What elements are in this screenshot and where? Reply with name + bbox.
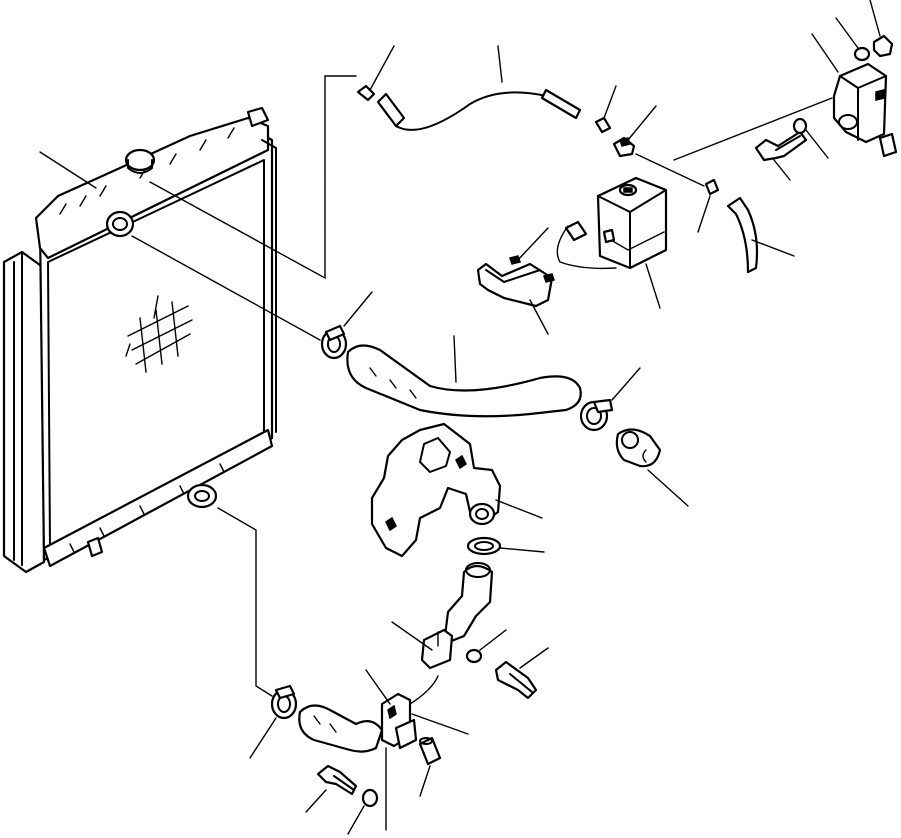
lower-outlet-neck (186, 483, 218, 509)
tank-vent-fitting (612, 105, 657, 158)
upper-hose-clamp-right (579, 367, 641, 432)
thermostat-fitting (615, 428, 689, 507)
radiator-cap (124, 148, 156, 174)
lower-hose-clamp (249, 684, 298, 759)
bracket-washer (792, 117, 829, 159)
tank-hose-loop (556, 225, 617, 270)
upper-inlet-neck (105, 210, 135, 238)
radiator (2, 106, 277, 574)
bolt-lower (305, 764, 358, 813)
overflow-hose (726, 196, 795, 274)
lower-bent-hose-upper (442, 562, 494, 646)
bolt-right (494, 647, 549, 700)
leader-radiator (39, 151, 97, 189)
core-hatch (125, 295, 193, 373)
reserve-tank (596, 176, 668, 309)
lower-bracket (365, 669, 469, 831)
tank-clip-left (594, 85, 617, 134)
lower-hose (298, 704, 384, 753)
leader-upper-hose (131, 235, 321, 341)
upper-small-clip (356, 45, 395, 102)
upper-hose (346, 335, 582, 418)
mount-bracket (673, 33, 898, 161)
housing-clamp (466, 536, 545, 556)
upper-small-hose (376, 45, 582, 131)
tank-hose-fitting (564, 220, 588, 242)
washer-right (465, 629, 507, 664)
tank-clip-right (697, 178, 720, 233)
bracket-washer-top (835, 17, 871, 62)
bracket-nut (869, 0, 894, 58)
bracket-bolt (754, 130, 808, 181)
washer-lower (347, 788, 379, 835)
leader-upper-left (149, 75, 357, 280)
water-outlet-housing (370, 422, 543, 558)
leader-hose-link (409, 675, 439, 705)
bushing (418, 736, 442, 797)
leader-tank-line (635, 153, 705, 187)
upper-hose-clamp-left (320, 291, 373, 360)
tank-bracket (476, 227, 555, 335)
lower-support-bracket-upper (391, 621, 454, 670)
leader-lower-hose (217, 507, 273, 697)
